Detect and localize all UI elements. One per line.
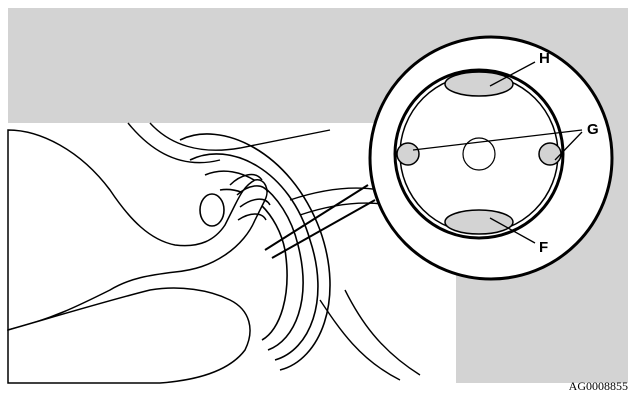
hole-f xyxy=(445,210,513,234)
callout-label-g: G xyxy=(587,121,599,138)
detail-magnifier xyxy=(370,37,612,279)
figure-code: AG0008855 xyxy=(569,379,628,394)
hole-h xyxy=(445,72,513,96)
hole-g-left xyxy=(397,143,419,165)
callout-label-f: F xyxy=(539,239,548,256)
callout-label-h: H xyxy=(539,50,550,67)
hole-g-right xyxy=(539,143,561,165)
